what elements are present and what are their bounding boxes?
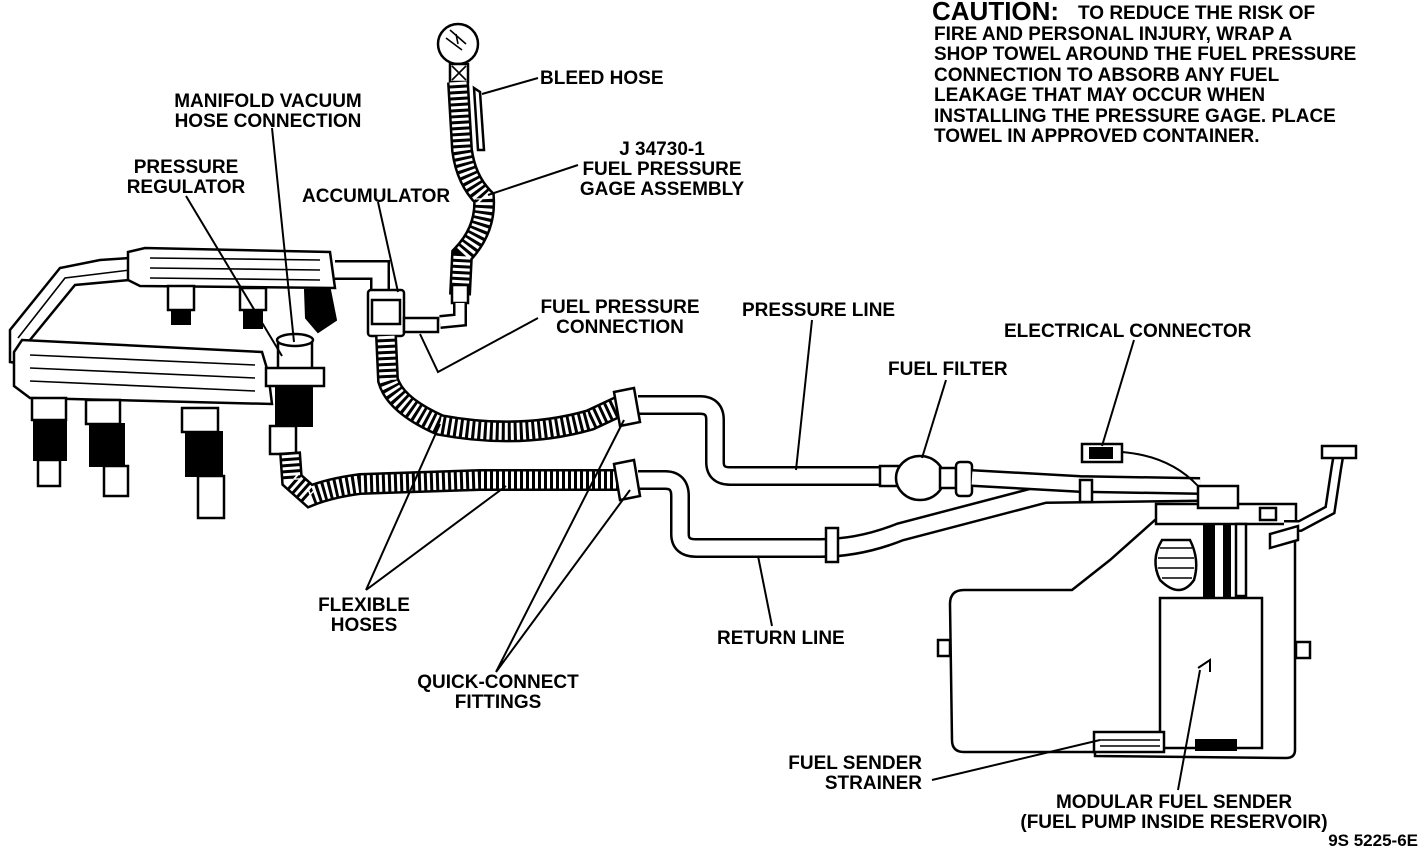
caution-line-2: FIRE AND PERSONAL INJURY, WRAP A: [934, 24, 1293, 45]
modular-fuel-sender: [936, 442, 1358, 760]
leader-electrical-connector: [1101, 339, 1135, 447]
label-fuel-sender-strainer-2: STRAINER: [825, 773, 922, 794]
fuel-filter: [878, 454, 974, 502]
caution-line-1: TO REDUCE THE RISK OF: [1078, 3, 1315, 24]
caution-note: CAUTION: TO REDUCE THE RISK OF FIRE AND …: [932, 0, 1356, 147]
leader-lines: [185, 77, 1201, 791]
label-pressure-regulator-2: REGULATOR: [127, 177, 246, 198]
label-fuel-filter: FUEL FILTER: [888, 359, 1008, 380]
caution-line-5: LEAKAGE THAT MAY OCCUR WHEN: [934, 85, 1265, 106]
fuel-lines: [279, 260, 1201, 564]
crossover-tube-inner: [17, 269, 131, 339]
line-clip: [1078, 478, 1094, 504]
leader-return-line: [757, 555, 773, 627]
label-electrical-connector: ELECTRICAL CONNECTOR: [1004, 321, 1252, 342]
label-gage-assembly-1: J 34730-1: [619, 139, 705, 160]
label-gage-assembly-3: GAGE ASSEMBLY: [580, 179, 745, 200]
upper-injector-1: [166, 284, 196, 325]
lower-injector-2: [84, 398, 130, 498]
caution-line-6: INSTALLING THE PRESSURE GAGE. PLACE: [934, 106, 1336, 127]
upper-injector-3: [303, 289, 338, 334]
label-accumulator: ACCUMULATOR: [302, 186, 450, 207]
fuel-pressure-connection-fitting: [402, 316, 440, 334]
pressure-regulator: [264, 332, 326, 456]
leader-manifold-vacuum: [271, 127, 295, 343]
leader-modular-fuel-sender: [1177, 669, 1201, 791]
label-bleed-hose: BLEED HOSE: [540, 68, 664, 89]
label-return-line: RETURN LINE: [717, 628, 845, 649]
lower-rail-ribs: [29, 354, 256, 392]
fuel-sender-strainer: [1092, 730, 1166, 754]
label-quick-connect-1: QUICK-CONNECT: [417, 672, 579, 693]
leader-fuel-sender-strainer: [931, 739, 1101, 781]
leader-gage-assembly: [487, 164, 579, 196]
leader-fuel-pressure-connection: [419, 317, 539, 374]
fuel-pressure-gage-assembly: [436, 22, 496, 329]
electrical-wire: [1121, 451, 1199, 487]
fuel-reservoir: [1158, 596, 1264, 750]
label-modular-fuel-sender-1: MODULAR FUEL SENDER: [1056, 792, 1292, 813]
quick-connect-upper: [612, 386, 642, 428]
label-pressure-line: PRESSURE LINE: [742, 300, 895, 321]
label-flexible-hoses-1: FLEXIBLE: [318, 595, 410, 616]
caution-line-4: CONNECTION TO ABSORB ANY FUEL: [934, 65, 1280, 86]
lower-injector-3: [180, 406, 226, 520]
label-fuel-pressure-connection-1: FUEL PRESSURE: [540, 297, 699, 318]
label-fuel-pressure-connection-2: CONNECTION: [556, 317, 684, 338]
leader-flexible-hoses: [365, 423, 507, 591]
label-modular-fuel-sender-2: (FUEL PUMP INSIDE RESERVOIR): [1020, 812, 1327, 833]
lower-injector-1: [30, 396, 68, 488]
pressure-line: [638, 395, 880, 486]
caution-heading: CAUTION:: [932, 0, 1059, 26]
label-pressure-regulator-1: PRESSURE: [134, 157, 239, 178]
leader-bleed-hose: [481, 77, 539, 95]
leader-pressure-regulator: [185, 195, 283, 357]
label-manifold-vacuum-2: HOSE CONNECTION: [175, 111, 362, 132]
label-gage-assembly-2: FUEL PRESSURE: [582, 159, 741, 180]
leader-pressure-line: [795, 319, 813, 471]
leader-accumulator: [377, 201, 399, 293]
part-labels: BLEED HOSE MANIFOLD VACUUM HOSE CONNECTI…: [127, 68, 1418, 850]
figure-id: 9S 5225-6E: [1328, 831, 1418, 850]
label-fuel-sender-strainer-1: FUEL SENDER: [788, 753, 922, 774]
quick-connect-lower: [612, 458, 642, 502]
pressure-flexible-hose: [375, 335, 627, 443]
leader-fuel-filter: [921, 379, 947, 459]
label-manifold-vacuum-1: MANIFOLD VACUUM: [174, 91, 362, 112]
return-line-clip: [824, 526, 840, 564]
leader-quick-connect: [495, 419, 631, 673]
label-flexible-hoses-2: HOSES: [331, 615, 398, 636]
bleed-hose: [472, 85, 486, 152]
label-quick-connect-2: FITTINGS: [455, 692, 542, 713]
lower-fuel-rail: [12, 338, 274, 406]
caution-line-3: SHOP TOWEL AROUND THE FUEL PRESSURE: [934, 44, 1356, 65]
caution-line-7: TOWEL IN APPROVED CONTAINER.: [934, 126, 1260, 147]
fuel-rail-assembly: [8, 246, 338, 520]
